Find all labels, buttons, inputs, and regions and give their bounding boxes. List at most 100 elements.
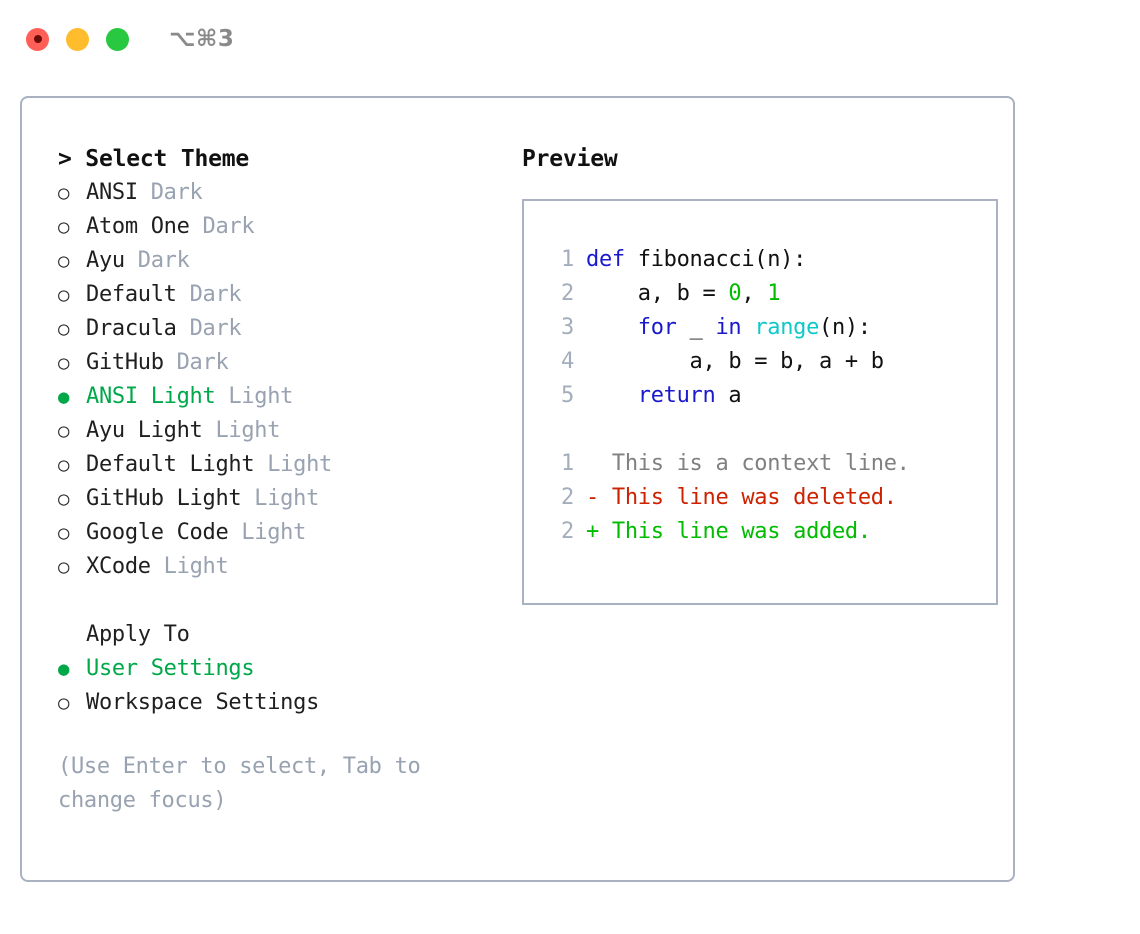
window-controls [26,27,129,51]
theme-option-label: Dracula [86,316,177,341]
theme-option-variant: Dark [176,316,242,341]
maximize-window-button[interactable] [106,27,129,51]
code-line-content: a, b = b, a + b [586,345,885,379]
theme-option-ansi-light[interactable]: ●ANSI Light Light [58,380,500,414]
apply-to-option-user-settings[interactable]: ● User Settings [58,652,500,686]
preview-heading: Preview [522,146,618,172]
code-line-content: def fibonacci(n): [586,243,806,277]
code-line-content: a, b = 0, 1 [586,277,781,311]
minimize-window-button[interactable] [66,27,89,51]
titlebar: ⌥⌘3 [0,0,1140,78]
close-window-button[interactable] [26,27,49,51]
theme-option-atom-one[interactable]: ○Atom One Dark [58,210,500,244]
radio-selected-icon: ● [58,658,70,680]
theme-option-variant: Dark [124,248,190,273]
code-token-fn: range [754,315,820,340]
theme-option-ayu-light[interactable]: ○Ayu Light Light [58,414,500,448]
diff-line-del: 2 - This line was deleted. [546,481,996,515]
code-line-content: for _ in range(n): [586,311,871,345]
diff-line-add: 2+ This line was added. [546,515,996,549]
apply-to-heading: Apply To [86,622,190,647]
theme-option-label: Default Light [86,452,255,477]
radio-unselected-icon: ○ [58,216,70,238]
code-token-txt [741,315,754,340]
theme-option-variant: Dark [163,350,229,375]
theme-option-xcode[interactable]: ○ XCode Light [58,550,500,584]
code-token-txt: _ [676,315,716,340]
radio-unselected-icon: ○ [58,692,70,714]
theme-option-label: Ayu [86,248,125,273]
theme-option-label: ANSI [86,180,138,205]
code-token-txt [586,383,638,408]
theme-option-variant: Light [150,554,229,579]
diff-line-number: 2 [561,485,574,510]
code-line-number: 1 [561,247,574,272]
theme-picker-column: > Select Theme ○ANSI Dark○Atom One Dark○… [40,142,500,880]
theme-option-github-light[interactable]: ○GitHub Light Light [58,482,500,516]
theme-option-variant: Dark [137,180,203,205]
code-token-num: 1 [767,281,781,306]
theme-option-default-light[interactable]: ○ Default Light Light [58,448,500,482]
radio-unselected-icon: ○ [58,420,70,442]
apply-to-option-label: User Settings [86,656,255,681]
code-line: 4 a, b = b, a + b [546,345,996,379]
radio-unselected-icon: ○ [58,318,70,340]
code-token-txt: fibonacci(n): [637,247,807,272]
theme-option-dracula[interactable]: ○ Dracula Dark [58,312,500,346]
code-line: 5 return a [546,379,996,413]
theme-option-ayu[interactable]: ○ Ayu Dark [58,244,500,278]
diff-line-ctx: 1 This is a context line. [546,447,996,481]
code-line-number: 5 [561,383,574,408]
code-token-kw: in [715,315,742,340]
theme-option-variant: Light [215,384,294,409]
radio-unselected-icon: ○ [58,556,70,578]
theme-option-label: Atom One [86,214,190,239]
radio-unselected-icon: ○ [58,284,70,306]
theme-option-label: XCode [86,554,151,579]
code-token-txt: a, b = [586,281,729,306]
main-panel: > Select Theme ○ANSI Dark○Atom One Dark○… [20,96,1015,882]
theme-option-github[interactable]: ○ GitHub Dark [58,346,500,380]
theme-option-ansi[interactable]: ○ ANSI Dark [58,176,500,210]
radio-unselected-icon: ○ [58,522,70,544]
diff-sample: 1 This is a context line. 2 - This line wa… [546,447,996,549]
theme-option-label: Google Code [86,520,229,545]
theme-option-label: GitHub [86,350,164,375]
diff-line-text: - This line was deleted. [586,485,897,510]
theme-option-google-code[interactable]: ○ Google Code Light [58,516,500,550]
code-token-num: 0 [728,281,742,306]
apply-to-option-label: Workspace Settings [86,690,320,715]
theme-option-variant: Light [228,520,307,545]
apply-to-option-workspace-settings[interactable]: ○ Workspace Settings [58,686,500,720]
code-token-txt [586,315,638,340]
keyboard-shortcut-label: ⌥⌘3 [169,26,235,52]
code-line: 3 for _ in range(n): [546,311,996,345]
theme-option-label: ANSI Light [86,384,216,409]
code-token-kw: for [637,315,677,340]
code-token-txt: a, b = b, a + b [586,349,885,374]
theme-option-default[interactable]: ○ Default Dark [58,278,500,312]
radio-unselected-icon: ○ [58,454,70,476]
code-token-kw: return [637,383,716,408]
code-token-txt: a [715,383,742,408]
radio-unselected-icon: ○ [58,250,70,272]
theme-option-label: Ayu Light [86,418,203,443]
code-line-number: 3 [561,315,574,340]
theme-option-variant: Dark [176,282,242,307]
code-blank-line [546,413,996,447]
radio-unselected-icon: ○ [58,488,70,510]
radio-unselected-icon: ○ [58,182,70,204]
theme-option-label: Default [86,282,177,307]
theme-option-variant: Light [254,452,332,477]
radio-unselected-icon: ○ [58,352,70,374]
diff-line-text: This is a context line. [586,451,910,476]
diff-line-number: 2 [561,519,574,544]
code-line-number: 2 [561,281,574,306]
code-token-kw: def [586,247,638,272]
diff-line-number: 1 [561,451,574,476]
theme-option-variant: Light [241,486,320,511]
code-line-content: return a [586,379,742,413]
